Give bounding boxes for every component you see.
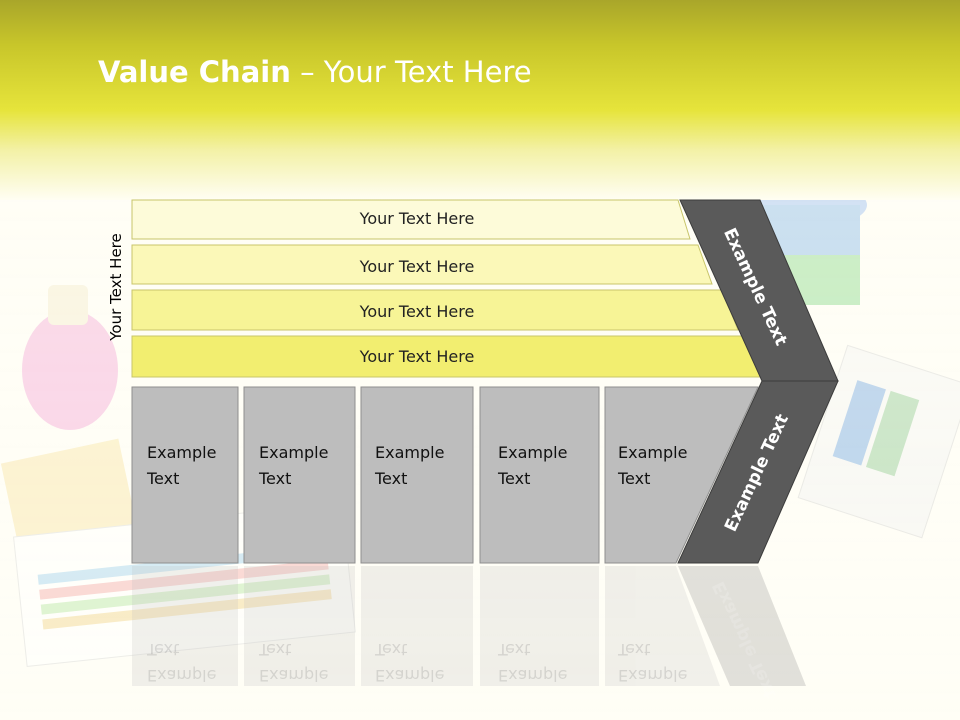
title-rest: – Your Text Here [290, 55, 532, 89]
column-2-line-2: Text [259, 469, 292, 488]
column-3-line-2: Text [375, 469, 408, 488]
column-1-line-2: Text [147, 469, 180, 488]
column-box-2 [243, 386, 356, 564]
row-label-1: Your Text Here [359, 209, 475, 228]
header-band [0, 0, 960, 200]
column-box-5 [604, 386, 759, 564]
row-label-4: Your Text Here [359, 347, 475, 366]
row-band-1 [131, 199, 691, 240]
slide-title: Value Chain – Your Text Here [98, 55, 532, 89]
column-4-line-1: Example [498, 443, 568, 462]
row-label-2: Your Text Here [359, 257, 475, 276]
column-5-line-1: Example [618, 443, 688, 462]
column-3-line-1: Example [375, 443, 445, 462]
column-2-line-1: Example [259, 443, 329, 462]
column-box-3 [360, 386, 474, 564]
column-box-1 [131, 386, 239, 564]
row-band-3 [131, 289, 739, 331]
column-1-line-1: Example [147, 443, 217, 462]
title-bold: Value Chain [98, 55, 291, 89]
row-label-3: Your Text Here [359, 302, 475, 321]
side-label-text: Your Text Here [107, 233, 125, 341]
row-band-2 [131, 244, 713, 285]
arrow-chevron-bottom [677, 380, 839, 564]
column-5-line-2: Text [618, 469, 651, 488]
column-box-4 [479, 386, 600, 564]
column-4-line-2: Text [498, 469, 531, 488]
